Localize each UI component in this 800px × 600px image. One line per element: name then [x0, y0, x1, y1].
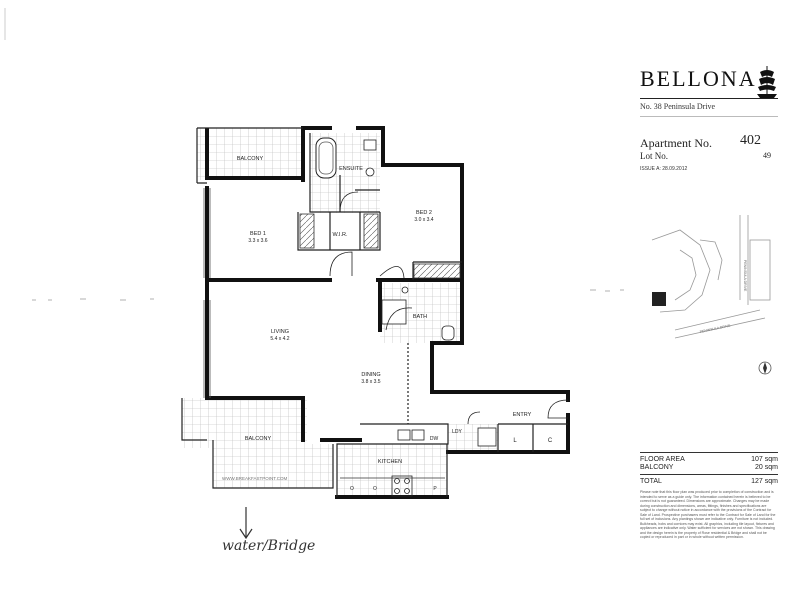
- room-size: 3.0 x 3.4: [414, 217, 433, 223]
- room-label: BALCONY: [237, 156, 264, 162]
- balcony-area-value: 20 sqm: [755, 464, 778, 471]
- balcony-bottom-tiles: [213, 444, 333, 488]
- kitchen-bench: [336, 423, 449, 497]
- shower-icon: [381, 299, 407, 325]
- room-label: W.I.R.: [333, 232, 348, 238]
- brand-rule: [640, 98, 778, 99]
- bathtub-icon: [315, 137, 337, 179]
- robe: [363, 213, 379, 249]
- window: [203, 300, 211, 398]
- window: [203, 188, 211, 278]
- cupboard-label: C: [548, 438, 553, 444]
- cooktop-icon: [391, 475, 413, 497]
- balcony-top-tiles: [197, 128, 303, 180]
- robe: [299, 213, 315, 249]
- cupboard-label: L: [513, 438, 517, 444]
- address: No. 38 Peninsula Drive: [640, 102, 716, 111]
- lot-number: 49: [763, 151, 771, 160]
- wall: [430, 341, 570, 402]
- robe-wall: [412, 261, 462, 280]
- door-swing: [329, 251, 353, 277]
- toilet-icon: [363, 139, 377, 151]
- appliance-label: O: [373, 486, 377, 492]
- balcony-area-row: BALCONY 20 sqm: [640, 464, 778, 471]
- sink-icon: [411, 429, 425, 441]
- divider: [640, 474, 778, 475]
- site-plan: PENINSULA DRIVE PENINSULA DRIVE: [651, 215, 772, 375]
- room-label: DINING: [361, 372, 380, 378]
- entry-door-swing: [547, 399, 569, 419]
- site-road-label: PENINSULA DRIVE: [743, 260, 747, 292]
- watermark: WWW.BREAKFASTPOINT.COM: [222, 476, 288, 481]
- lot-label: Lot No.: [640, 151, 668, 161]
- wir-wall: [297, 212, 381, 251]
- robe: [413, 263, 461, 279]
- door-swing: [467, 411, 481, 425]
- room-size: 3.3 x 3.6: [248, 238, 267, 244]
- wir-wall: [329, 212, 361, 250]
- apartment-label: Apartment No.: [640, 136, 712, 150]
- basin-icon: [401, 286, 409, 294]
- room-label: LDY: [452, 429, 462, 435]
- room-size: 3.8 x 3.5: [361, 379, 380, 385]
- balcony-rail: [181, 398, 207, 441]
- arrow-down-icon: [239, 507, 253, 540]
- room-label: BATH: [413, 314, 427, 320]
- appliance-label: O: [350, 486, 354, 492]
- site-apartment-marker: [652, 292, 666, 306]
- balcony-rail: [212, 440, 334, 489]
- door-swing: [385, 307, 413, 331]
- partition: [339, 175, 380, 212]
- wall: [356, 126, 385, 167]
- appliance-label: DW: [430, 436, 439, 442]
- basin-icon: [365, 167, 375, 177]
- handwritten-note: water/Bridge: [222, 538, 316, 554]
- room-label: BED 2: [416, 210, 432, 216]
- floor-plan: BALCONY ENSUITE BED 1 3.3 x 3.6 W.I.R. B…: [4, 8, 624, 499]
- appliance-label: P: [433, 486, 437, 492]
- wall: [430, 281, 464, 345]
- room-label: KITCHEN: [378, 459, 402, 465]
- balcony-area-label: BALCONY: [640, 464, 674, 471]
- total-area-row: TOTAL 127 sqm: [640, 478, 778, 485]
- laundry-tub-icon: [477, 427, 497, 447]
- toilet-icon: [441, 325, 455, 341]
- room-label: ENTRY: [513, 412, 532, 418]
- floor-area-value: 107 sqm: [751, 456, 778, 463]
- room-label: BALCONY: [245, 436, 272, 442]
- room-label: ENSUITE: [339, 166, 363, 172]
- room-size: 5.4 x 4.2: [270, 336, 289, 342]
- room-label: BED 1: [250, 231, 266, 237]
- door-swing: [339, 191, 359, 213]
- total-area-value: 127 sqm: [751, 478, 778, 485]
- divider: [640, 452, 778, 453]
- disclaimer: Please note that this floor plan was pro…: [640, 490, 776, 539]
- floor-area-row: FLOOR AREA 107 sqm: [640, 456, 778, 463]
- total-area-label: TOTAL: [640, 478, 662, 485]
- cupboard-wall: [497, 423, 568, 452]
- door-swing: [379, 266, 405, 279]
- room-label: LIVING: [271, 329, 289, 335]
- divider: [640, 116, 778, 117]
- apartment-number: 402: [740, 133, 761, 148]
- balcony-rail: [196, 127, 303, 184]
- sailing-ship-icon: [757, 66, 777, 98]
- floor-area-label: FLOOR AREA: [640, 456, 685, 463]
- site-road-label: PENINSULA DRIVE: [699, 323, 731, 334]
- wall: [381, 163, 464, 285]
- issue-date: ISSUE A: 28.09.2012: [640, 166, 688, 172]
- wall: [446, 413, 570, 454]
- sink-icon: [397, 429, 411, 441]
- brand-name: BELLONA: [640, 66, 757, 91]
- partition: [309, 133, 380, 213]
